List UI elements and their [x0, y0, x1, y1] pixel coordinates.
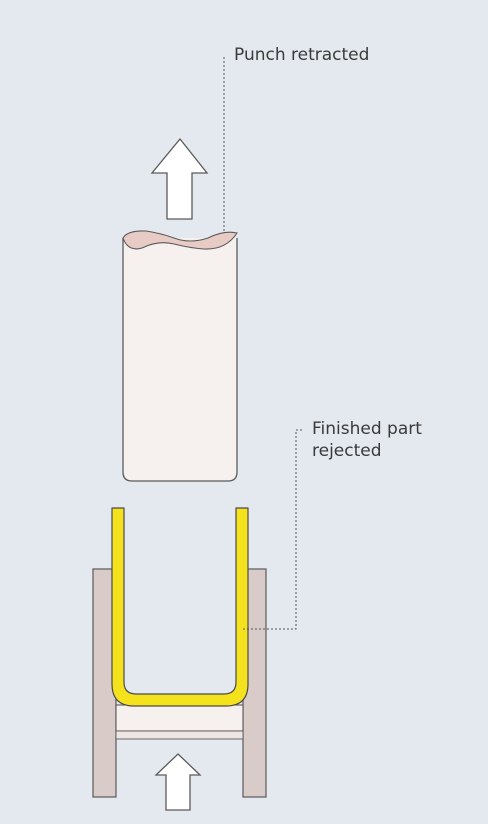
punch-retracted-label: Punch retracted: [234, 45, 370, 65]
finished-part-label-line1: Finished part: [312, 419, 422, 439]
up-arrow-icon-top: [150, 137, 209, 220]
finished-part-label: Finished part rejected: [312, 418, 422, 462]
up-arrow-icon-bottom: [154, 753, 202, 811]
ejector-base: [115, 730, 244, 740]
punch-body: [122, 238, 238, 482]
finished-part: [111, 507, 249, 707]
punch-top-section: [122, 230, 238, 250]
finished-part-label-line2: rejected: [312, 441, 382, 461]
ejector-plate: [115, 704, 244, 732]
leader-line-part: [242, 429, 302, 630]
